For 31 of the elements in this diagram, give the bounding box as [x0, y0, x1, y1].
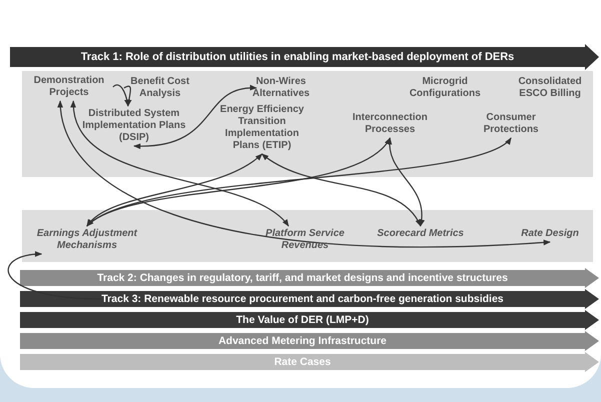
topic-label: Consumer Protections — [482, 112, 540, 136]
curved-arrow — [261, 154, 422, 227]
topic-label: Scorecard Metrics — [376, 228, 465, 240]
track-label: Track 3: Renewable resource procurement and carbon-free generation subsidies — [101, 293, 505, 305]
topic-label: Platform Service Revenues — [264, 228, 346, 252]
topic-label: Demonstration Projects — [32, 75, 106, 99]
topic-label: Microgrid Configurations — [408, 76, 482, 100]
topic-label: Rate Design — [520, 228, 580, 240]
topic-label: Non-Wires Alternatives — [251, 76, 311, 100]
curved-arrow — [71, 100, 289, 226]
panel-background — [22, 210, 593, 262]
track-label: Track 1: Role of distribution utilities in enabling market-based deployment of DERs — [80, 51, 516, 63]
track-label: The Value of DER (LMP+D) — [236, 314, 370, 326]
curved-arrow — [8, 252, 102, 300]
curved-arrow — [112, 84, 130, 107]
curved-arrow — [386, 137, 424, 227]
curved-arrow — [86, 154, 263, 227]
curved-arrow — [133, 85, 258, 149]
track-label: Track 2: Changes in regulatory, tariff, and market designs and incentive structures — [97, 272, 509, 284]
track-label: Rate Cases — [274, 356, 332, 368]
panel-background — [22, 71, 593, 177]
topic-label: Benefit Cost Analysis — [130, 76, 190, 100]
topic-label: Earnings Adjustment Mechanisms — [36, 228, 138, 252]
topic-label: Energy Efficiency Transition Implementation Plans (ETIP) — [219, 104, 305, 152]
topic-label: Distributed System Implementation Plans (DSIP) — [81, 108, 187, 144]
track-label: Advanced Metering Infrastructure — [218, 335, 388, 347]
curved-arrow — [86, 138, 512, 226]
curved-arrow — [124, 86, 132, 107]
curved-arrow — [58, 100, 551, 248]
topic-label: Interconnection Processes — [351, 112, 428, 136]
topic-label: Consolidated ESCO Billing — [517, 76, 583, 100]
